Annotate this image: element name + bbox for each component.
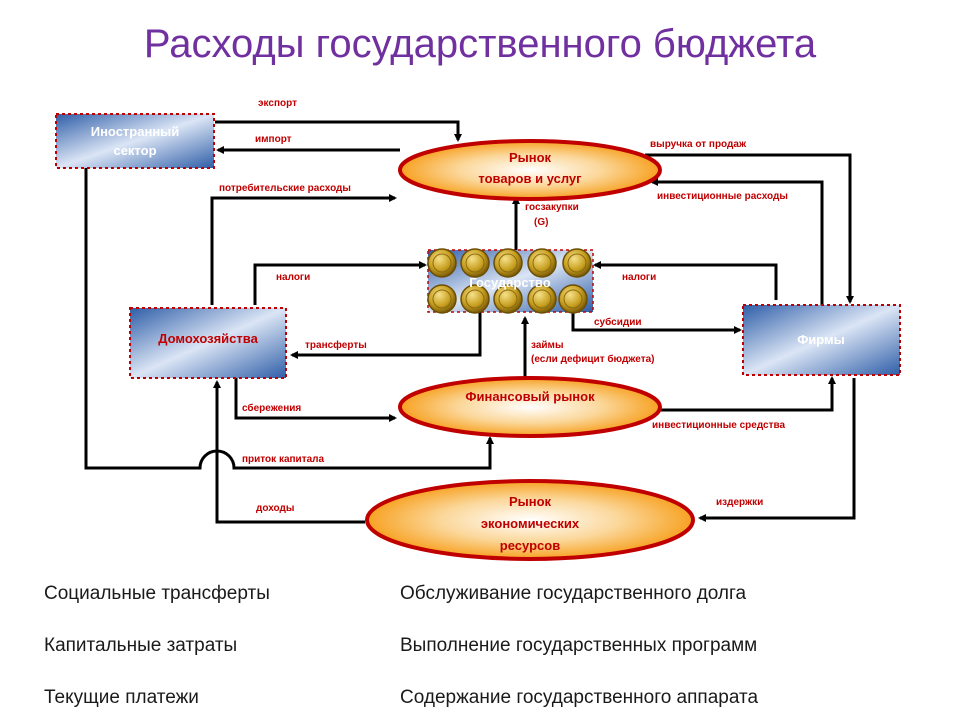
investment-spending-arrow — [650, 178, 824, 305]
government-label: Государство — [469, 275, 550, 290]
expense-item-social-transfers: Социальные трансферты — [44, 583, 270, 604]
label-capital-inflow: приток капитала — [242, 454, 325, 465]
resource-market-line2: экономических — [481, 516, 580, 531]
investment-funds-arrow — [660, 376, 836, 412]
resource-market-line3: ресурсов — [500, 538, 560, 553]
costs-arrow — [698, 378, 856, 522]
label-consumer-spending: потребительские расходы — [219, 182, 351, 194]
flow-labels: экспорт импорт потребительские расходы в… — [219, 98, 788, 514]
label-taxes-firms: налоги — [622, 272, 656, 283]
label-income: доходы — [256, 503, 294, 514]
label-loans-2: (если дефицит бюджета) — [531, 353, 655, 365]
label-gov-purchases-1: госзакупки — [525, 202, 579, 213]
label-investment-funds: инвестиционные средства — [652, 420, 786, 431]
savings-arrow — [234, 378, 397, 422]
goods-market-line1: Рынок — [509, 150, 552, 165]
coin-rim-icon — [498, 253, 518, 273]
expense-item-gov-apparatus: Содержание государственного аппарата — [400, 687, 759, 708]
label-investment-spending: инвестиционные расходы — [657, 191, 788, 202]
foreign-sector-node: Иностранный сектор — [55, 113, 215, 169]
government-node: Государство — [427, 248, 594, 314]
coin-icon — [460, 248, 490, 278]
resource-market-line1: Рынок — [509, 494, 552, 509]
transfers-arrow — [290, 312, 482, 359]
page-title: Расходы государственного бюджета — [143, 22, 817, 66]
coin-icon — [527, 284, 557, 314]
flow-lines — [84, 120, 856, 524]
coin-rim-icon — [567, 253, 587, 273]
label-costs: издержки — [716, 497, 763, 508]
export-arrow — [215, 120, 462, 142]
foreign-sector-line1: Иностранный — [91, 124, 180, 139]
coin-rim-icon — [465, 289, 485, 309]
coin-icon — [427, 284, 457, 314]
goods-market-line2: товаров и услуг — [478, 171, 582, 186]
coin-rim-icon — [432, 289, 452, 309]
households-node: Домохозяйства — [129, 307, 287, 379]
firms-node: Фирмы — [742, 304, 901, 376]
firms-label: Фирмы — [797, 332, 845, 347]
subsidies-arrow — [571, 312, 742, 334]
coin-icon — [527, 248, 557, 278]
coin-icon — [558, 284, 588, 314]
sales-revenue-arrow — [645, 153, 854, 304]
expense-item-gov-programs: Выполнение государственных программ — [400, 635, 758, 656]
coin-rim-icon — [432, 253, 452, 273]
coins-icon — [427, 248, 592, 314]
expense-item-capital-costs: Капитальные затраты — [44, 635, 238, 656]
label-gov-purchases-2: (G) — [534, 217, 548, 228]
expense-item-current-payments: Текущие платежи — [44, 687, 199, 708]
taxes-households-arrow — [253, 261, 427, 305]
coin-icon — [562, 248, 592, 278]
coin-icon — [460, 284, 490, 314]
income-arrow — [213, 380, 365, 524]
financial-market-label: Финансовый рынок — [465, 389, 595, 404]
coin-icon — [493, 248, 523, 278]
coin-rim-icon — [465, 253, 485, 273]
foreign-sector-line2: сектор — [113, 143, 156, 158]
coin-icon — [427, 248, 457, 278]
label-import: импорт — [255, 134, 292, 145]
taxes-firms-arrow — [593, 261, 778, 300]
financial-market-node: Финансовый рынок — [398, 376, 662, 438]
consumer-spending-arrow — [210, 194, 397, 305]
households-label: Домохозяйства — [158, 331, 258, 346]
label-savings: сбережения — [242, 402, 301, 414]
coin-icon — [493, 284, 523, 314]
label-taxes-households: налоги — [276, 272, 310, 283]
expense-item-debt-service: Обслуживание государственного долга — [400, 583, 747, 604]
resource-market-node: Рынок экономических ресурсов — [365, 479, 695, 561]
goods-market-node: Рынок товаров и услуг — [398, 139, 662, 201]
label-sales-revenue: выручка от продаж — [650, 139, 747, 150]
label-transfers: трансферты — [305, 339, 367, 351]
coin-rim-icon — [532, 289, 552, 309]
coin-rim-icon — [532, 253, 552, 273]
label-loans-1: займы — [531, 340, 564, 351]
label-export: экспорт — [258, 98, 297, 109]
label-subsidies: субсидии — [594, 316, 642, 328]
coin-rim-icon — [498, 289, 518, 309]
coin-rim-icon — [563, 289, 583, 309]
